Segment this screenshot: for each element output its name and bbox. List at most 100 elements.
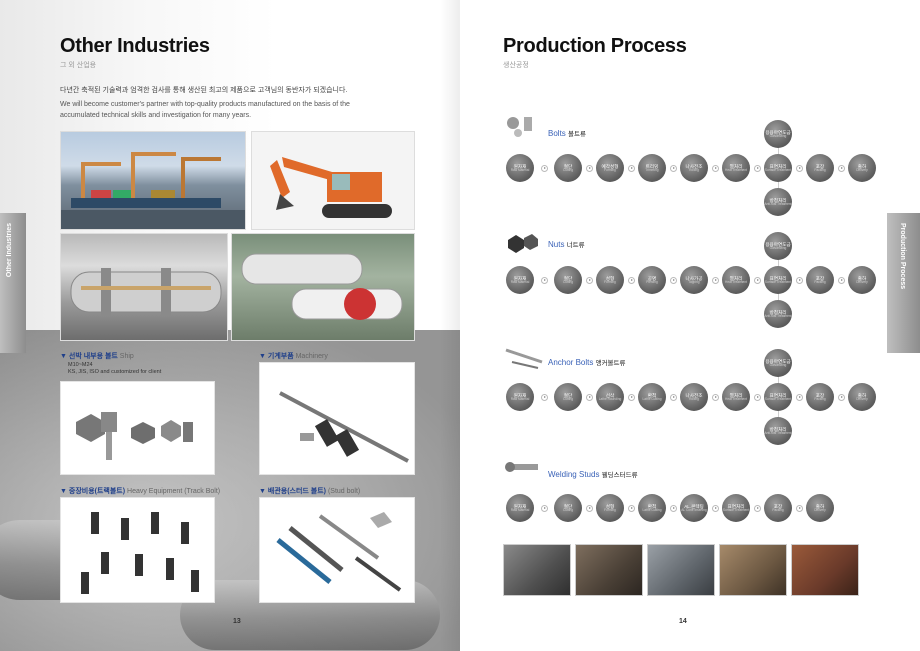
- step-label-ko: 선삭: [605, 392, 615, 398]
- step-label-ko: 성형: [605, 275, 615, 281]
- step-label-ko: 절단: [563, 392, 573, 398]
- flow-arrow-icon: [540, 164, 548, 172]
- step-label-ko: 원자재: [513, 503, 527, 509]
- step-label-en: Cutting: [562, 279, 574, 284]
- ship-caption-en: Ship: [119, 353, 134, 360]
- gutter-shadow: [440, 0, 462, 651]
- step-label-en: Forming: [604, 167, 616, 172]
- machinery-caption-ko: ▼ 기계부품: [259, 353, 294, 360]
- heat-exchanger-photo: [60, 233, 228, 341]
- step-label-ko: 환척: [647, 503, 657, 509]
- step-label-en: Heat Treatment: [725, 167, 747, 172]
- intro-korean: 다년간 축적된 기술력과 엄격한 검사를 통해 생산된 최고의 제품으로 고객님…: [60, 87, 348, 94]
- step-label-ko: 출하: [857, 163, 867, 169]
- page-number: 14: [679, 618, 687, 625]
- step-label-en: Anti-rust Treatment: [764, 430, 792, 435]
- step-label-ko: 방청처리: [769, 197, 787, 203]
- stud-bolt-caption: ▼ 배관용(스터드 볼트) (Stud bolt): [259, 486, 360, 496]
- step-label-en: Anti-rust Treatment: [764, 201, 792, 206]
- nuts-title: Nuts 너트류: [548, 239, 585, 249]
- flow-arrow-icon: [753, 276, 761, 284]
- track-bolts-photo: [60, 497, 215, 603]
- flow-arrow-icon: [837, 164, 845, 172]
- stud-bolts-photo: [259, 497, 415, 603]
- flow-arrow-icon: [627, 504, 635, 512]
- pressure-vessel-photo: [231, 233, 415, 341]
- stud-caption-ko: ▼ 배관용(스터드 볼트): [259, 488, 326, 495]
- step-label-ko: 열처리: [729, 392, 743, 398]
- port-illustration: [61, 152, 245, 229]
- step-label-ko: 포장: [815, 392, 825, 398]
- step-label-ko: 원자재: [513, 163, 527, 169]
- heavy-equipment-caption: ▼ 중장비용(트랙볼트) Heavy Equipment (Track Bolt…: [60, 486, 220, 496]
- step-label-en: Surface Treatment: [722, 507, 750, 512]
- step-label-en: Surface Treatment: [764, 279, 792, 284]
- step-label-ko: 성형: [605, 503, 615, 509]
- flow-arrow-icon: [627, 164, 635, 172]
- step-label-en: Lathe Rounding: [598, 396, 622, 401]
- step-label-ko: 환척: [647, 392, 657, 398]
- right-page: Production Process 생산공정 Production Proce…: [460, 0, 920, 651]
- flow-arrow-icon: [669, 164, 677, 172]
- step-label-en: Surface Treatment: [764, 167, 792, 172]
- step-label-ko: 트리밍: [645, 163, 659, 169]
- flow-arrow-icon: [669, 504, 677, 512]
- flow-arrow-icon: [540, 504, 548, 512]
- flow-arrow-icon: [753, 164, 761, 172]
- step-label-en: Delivery: [856, 396, 868, 401]
- step-label-ko: 절단: [563, 163, 573, 169]
- machinery-caption: ▼ 기계부품 Machinery: [259, 351, 328, 361]
- page-number: 13: [233, 618, 241, 625]
- side-tab: Production Process: [887, 213, 920, 353]
- step-label-ko: 절단: [563, 275, 573, 281]
- step-label-ko: 포장: [815, 275, 825, 281]
- step-label-ko: 원자재: [513, 275, 527, 281]
- flow-arrow-icon: [795, 504, 803, 512]
- flow-arrow-icon: [585, 393, 593, 401]
- step-label-ko: 열처리: [729, 163, 743, 169]
- stud-caption-en: (Stud bolt): [327, 488, 361, 495]
- welding-studs-title: Welding Studs 웰딩스터드류: [548, 469, 638, 479]
- flow-arrow-icon: [627, 276, 635, 284]
- ship-bolts-photo: [60, 381, 215, 475]
- step-label-en: Trimming: [645, 167, 659, 172]
- intro-english: We will become customer's partner with t…: [60, 101, 350, 119]
- step-label-en: Raw Material: [510, 507, 530, 512]
- step-label-ko: 포장: [773, 503, 783, 509]
- track-bolts-illustration: [81, 512, 199, 594]
- forming-machine-photo: [575, 544, 643, 596]
- excavator-photo: [251, 131, 415, 230]
- bolts-title: Bolts 볼트류: [548, 128, 586, 138]
- step-label-ko: 나사전조: [685, 163, 703, 169]
- flow-arrow-icon: [837, 393, 845, 401]
- step-label-en: Lathe Cutting: [642, 507, 662, 512]
- step-label-ko: AL.콘텍팅: [684, 503, 704, 509]
- flow-arrow-icon: [585, 276, 593, 284]
- step-label-ko: 예각성형: [601, 163, 619, 169]
- step-label-ko: 원자재: [513, 392, 527, 398]
- step-label-ko: 출하: [815, 503, 825, 509]
- ship-spec-1: M10~M24: [68, 362, 93, 368]
- nuts-title-en: Nuts: [548, 240, 565, 249]
- step-label-en: Raw Material: [510, 279, 530, 284]
- step-label-en: Raw Material: [510, 167, 530, 172]
